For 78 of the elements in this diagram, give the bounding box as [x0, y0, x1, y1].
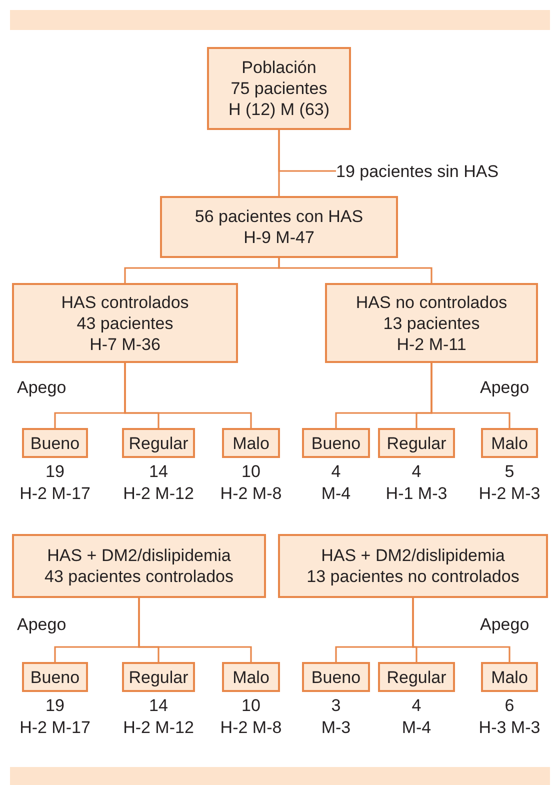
box-text: 75 pacientes [230, 78, 328, 99]
category-box [22, 662, 88, 692]
group-box [12, 283, 238, 363]
box-text: 56 pacientes con HAS [194, 206, 364, 227]
adherence-label: Apego [17, 378, 66, 398]
category-box [222, 428, 280, 458]
count-text: 14 [148, 461, 169, 483]
sex-breakdown-text: H-2 M-17 [18, 483, 92, 505]
connector-line [412, 598, 510, 662]
category-box [222, 662, 280, 692]
box-text: HAS controlados [61, 292, 189, 312]
category-box [122, 428, 195, 458]
sex-breakdown-text: M-4 [400, 717, 432, 739]
group-box [325, 283, 538, 363]
sex-breakdown-text: H-2 M-12 [122, 717, 195, 739]
count-text: 10 [240, 695, 262, 717]
sex-breakdown-text: H-2 M-12 [122, 483, 195, 505]
box-text: Población [242, 57, 316, 78]
adherence-label: Apego [480, 378, 530, 398]
box-text: Malo [232, 432, 270, 454]
group-box [12, 534, 266, 598]
group-box [278, 534, 548, 598]
box-text: Regular [386, 666, 446, 688]
box-text: 43 pacientes [76, 312, 174, 334]
box-text: Regular [386, 432, 446, 454]
count-text: 4 [330, 461, 342, 483]
count-text: 3 [330, 695, 342, 717]
count-text: 4 [410, 461, 422, 483]
count-text: 4 [410, 695, 422, 717]
box-text: 43 pacientes controlados [44, 566, 234, 587]
category-box [122, 662, 195, 692]
group-box [207, 47, 351, 130]
adherence-label: Apego [480, 615, 530, 635]
count-text: 14 [148, 695, 169, 717]
adherence-label: Apego [17, 615, 66, 635]
category-box [481, 428, 538, 458]
category-box [378, 428, 455, 458]
sex-breakdown-text: H-2 M-8 [219, 483, 283, 505]
box-text: H-7 M-36 [90, 334, 160, 354]
note-text: 19 pacientes sin HAS [336, 160, 499, 182]
count-text: 6 [504, 695, 516, 717]
sex-breakdown-text: H-1 M-3 [384, 483, 448, 505]
box-text: 13 pacientes [383, 312, 480, 334]
category-box [378, 662, 455, 692]
count-text: 5 [504, 461, 516, 483]
box-text: H-2 M-11 [396, 334, 466, 354]
connector-line [278, 130, 336, 172]
box-text: H (12) M (63) [228, 99, 330, 120]
box-text: H-9 M-47 [244, 227, 314, 248]
category-box [302, 428, 370, 458]
connector-line [430, 363, 510, 428]
category-box [302, 662, 370, 692]
box-text: Bueno [30, 666, 80, 688]
connector-line [278, 258, 432, 283]
category-box [22, 428, 88, 458]
connector-line [124, 363, 252, 428]
box-text: Bueno [311, 432, 361, 454]
box-text: HAS no controlados [356, 292, 508, 312]
box-text: Regular [128, 432, 188, 454]
box-text: Malo [491, 666, 528, 688]
box-text: Malo [232, 666, 270, 688]
sex-breakdown-text: H-3 M-3 [478, 717, 542, 739]
group-box [160, 196, 398, 258]
count-text: 10 [240, 461, 262, 483]
category-box [481, 662, 538, 692]
sex-breakdown-text: H-2 M-17 [18, 717, 92, 739]
box-text: Malo [491, 432, 528, 454]
sex-breakdown-text: H-2 M-3 [478, 483, 542, 505]
count-text: 19 [44, 461, 66, 483]
box-text: HAS + DM2/dislipidemia [47, 545, 231, 566]
box-text: HAS + DM2/dislipidemia [321, 545, 505, 566]
connector-line [138, 598, 252, 662]
box-text: Regular [128, 666, 188, 688]
count-text: 19 [44, 695, 66, 717]
box-text: Bueno [30, 432, 80, 454]
box-text: Bueno [311, 666, 361, 688]
box-text: 13 pacientes no controlados [306, 566, 520, 587]
sex-breakdown-text: H-2 M-8 [219, 717, 283, 739]
